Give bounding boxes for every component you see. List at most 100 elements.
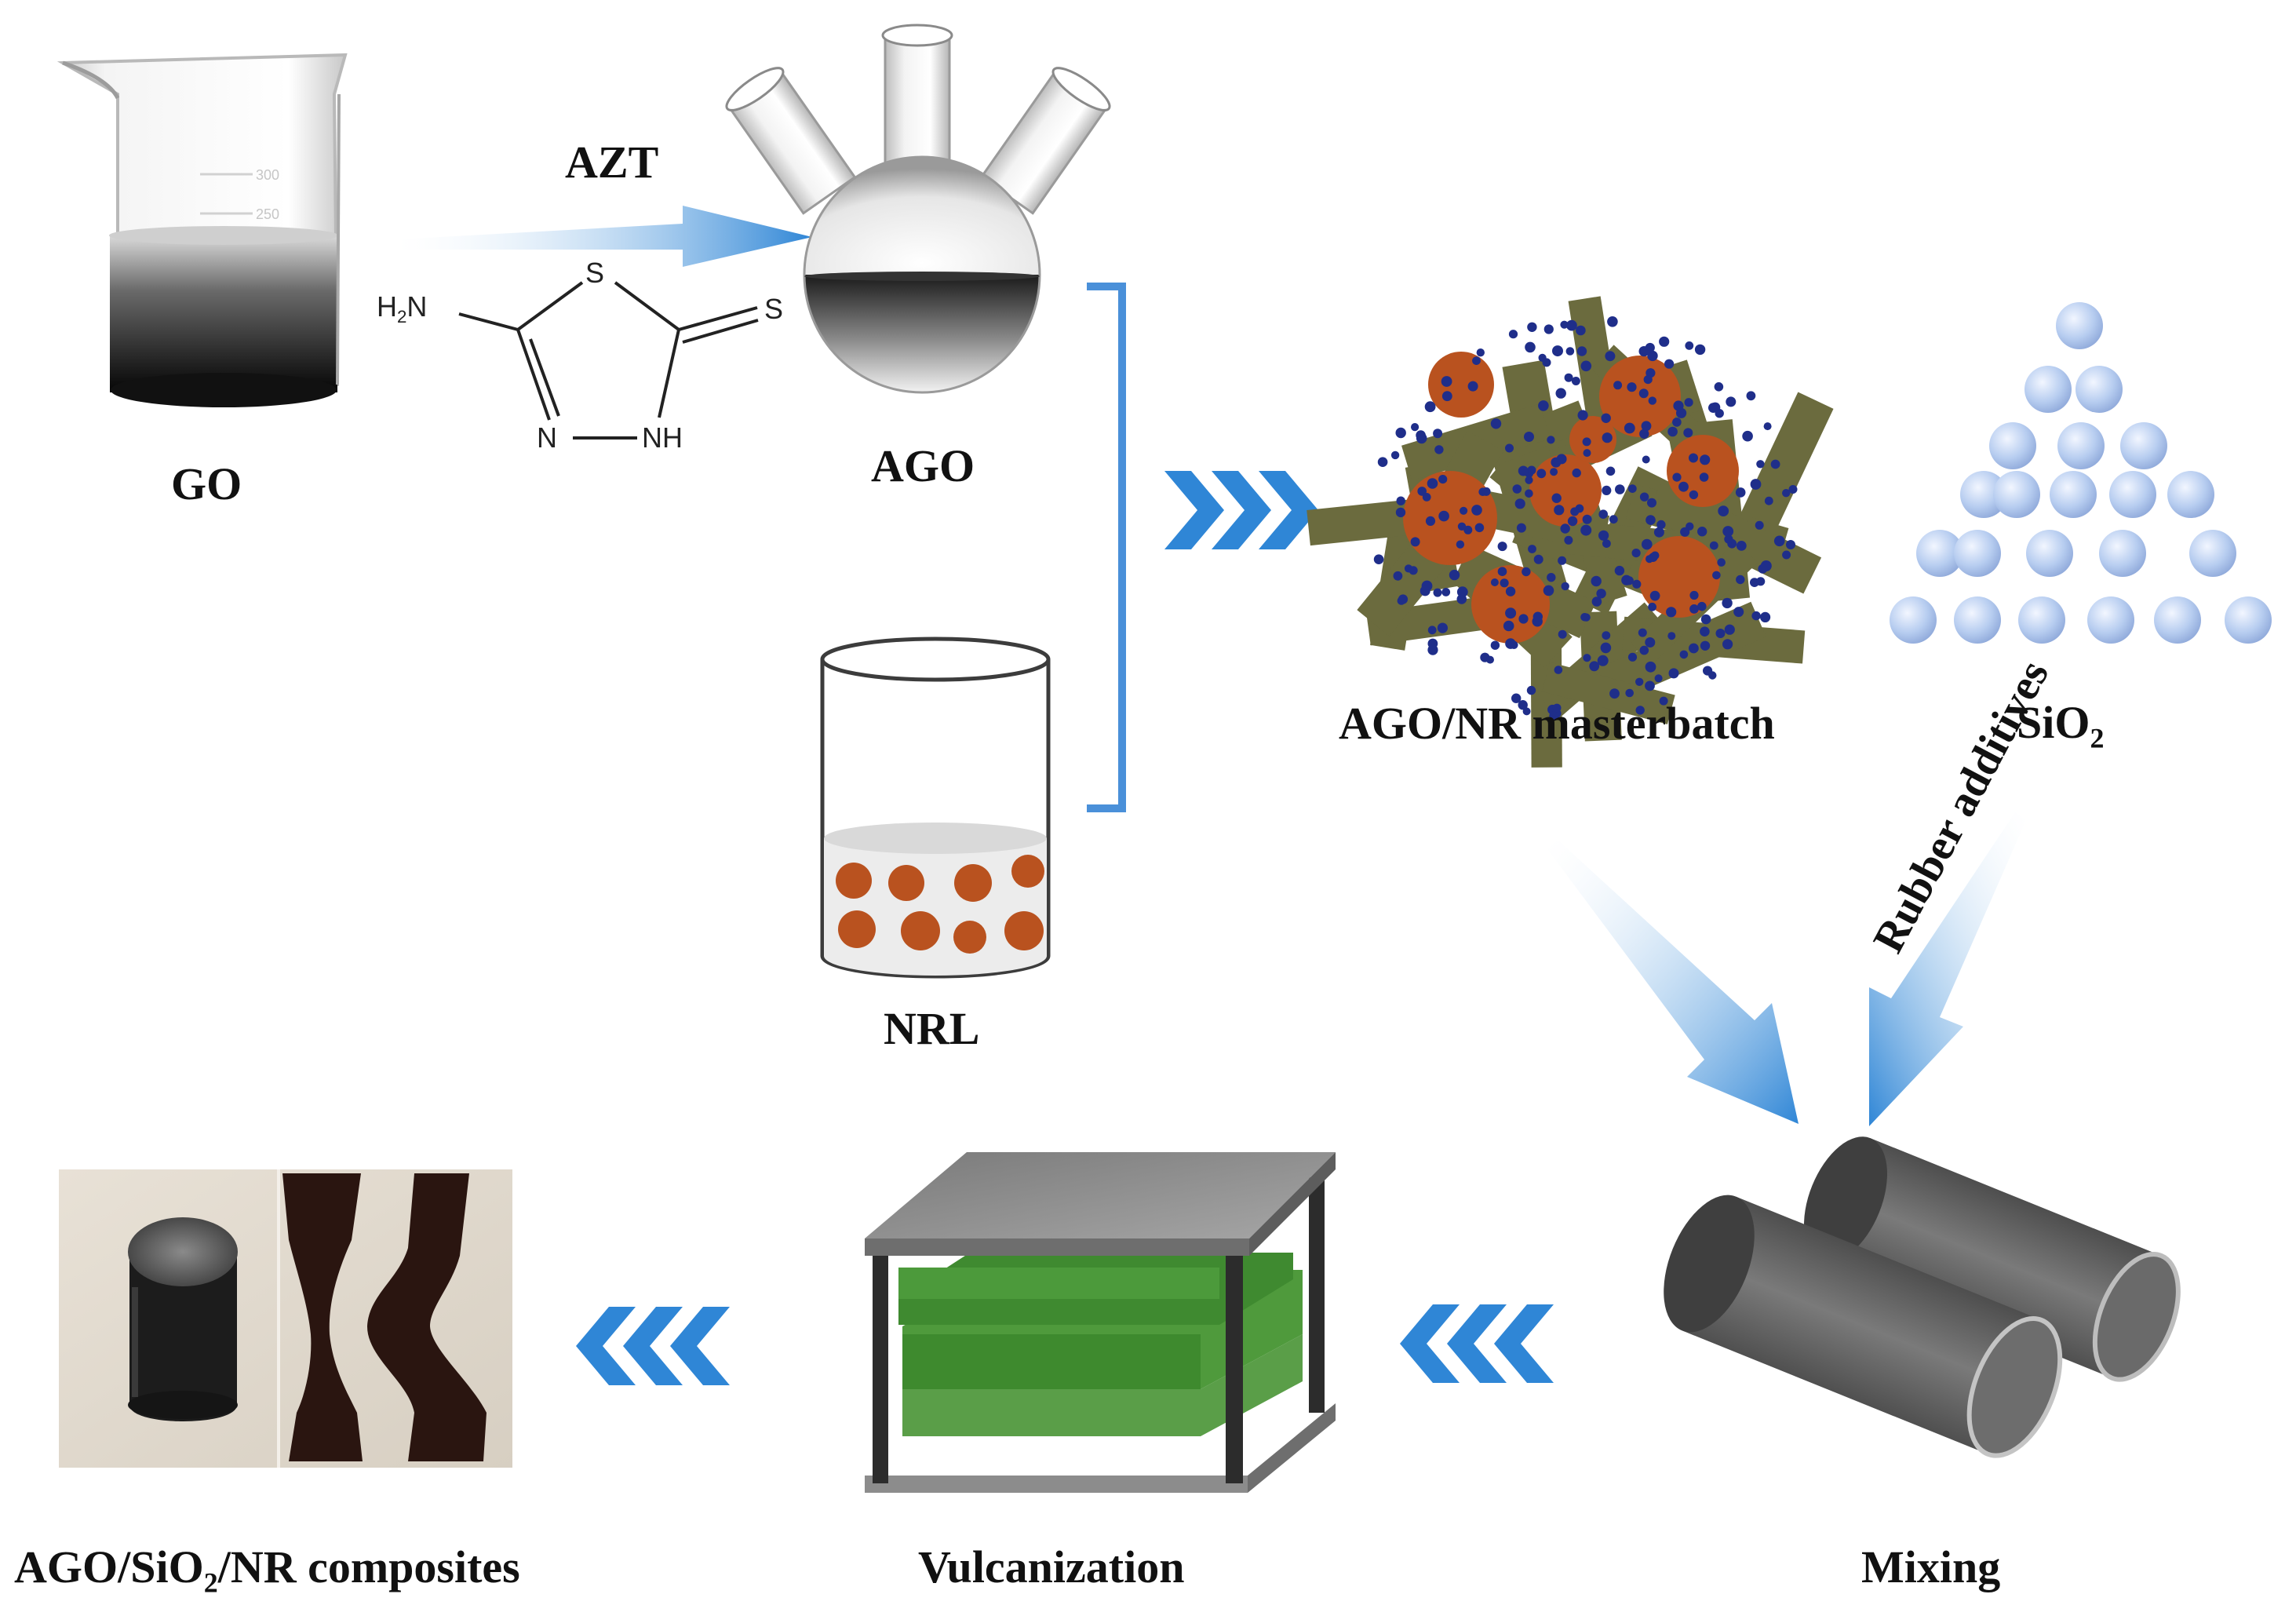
ago-dot <box>1722 639 1733 650</box>
beaker-mark-upper: 300 <box>256 167 279 183</box>
ago-dot <box>1427 638 1438 649</box>
ago-dot <box>1760 611 1771 623</box>
ago-dot <box>1659 336 1670 347</box>
ago-dot <box>1625 688 1634 698</box>
ago-dot <box>1525 476 1533 484</box>
silica-sphere <box>2154 596 2201 644</box>
ago-dot <box>1536 469 1547 479</box>
silica-sphere <box>2167 471 2214 518</box>
ago-dot <box>1471 505 1482 516</box>
silica-sphere <box>1890 596 1937 644</box>
azt-arrow <box>396 206 812 267</box>
ago-dot <box>1377 457 1388 467</box>
ago-dot <box>1500 578 1509 588</box>
ago-dot <box>1543 324 1554 334</box>
ago-dot <box>1751 611 1761 621</box>
ago-dot <box>1709 541 1718 550</box>
ago-dot <box>1614 565 1625 576</box>
label-composites-b: /NR composites <box>217 1541 520 1592</box>
ago-dot <box>1550 468 1558 476</box>
ago-dot <box>1666 607 1677 618</box>
silica-sphere <box>1993 471 2040 518</box>
masterbatch-cluster <box>1307 296 1834 768</box>
ago-dot <box>1678 481 1689 492</box>
label-go: GO <box>171 458 242 509</box>
ago-dot <box>1672 418 1682 427</box>
ago-dot <box>1505 607 1517 619</box>
ago-dot <box>1397 596 1406 605</box>
ago-dot <box>1572 468 1581 478</box>
ago-dot <box>1547 573 1556 582</box>
ago-dot <box>1672 472 1682 482</box>
ago-dot <box>1647 350 1658 362</box>
ago-dot <box>1396 496 1405 505</box>
ago-dot <box>1410 537 1420 547</box>
ago-dot <box>1390 451 1400 460</box>
ago-dot <box>1456 586 1468 598</box>
ago-dot <box>1518 465 1529 476</box>
ago-dot <box>1724 624 1735 635</box>
ago-dot <box>1648 396 1656 405</box>
ago-dot <box>1552 703 1562 713</box>
ago-dot <box>1438 510 1449 522</box>
azt-molecule <box>458 281 759 440</box>
ago-dot <box>1449 569 1460 581</box>
ago-flask <box>725 24 1111 394</box>
ago-dot <box>1591 575 1602 587</box>
rubber-particle <box>1471 565 1550 644</box>
ago-dot <box>1635 706 1645 715</box>
ago-dot <box>1474 523 1485 533</box>
rubber-particle <box>1667 435 1739 507</box>
ago-dot <box>1564 373 1573 382</box>
ago-dot <box>1708 671 1717 680</box>
dumbbell-sample <box>282 1173 363 1461</box>
ago-dot <box>1742 430 1753 442</box>
ago-dot <box>1602 432 1613 443</box>
ago-dot <box>1438 475 1448 484</box>
ago-dot <box>1613 381 1623 390</box>
ago-dot <box>1667 632 1676 640</box>
ago-dot <box>1689 590 1699 600</box>
ago-dot <box>1503 620 1514 632</box>
ago-dot <box>1755 520 1764 530</box>
label-masterbatch: AGO/NR masterbatch <box>1339 698 1775 749</box>
ago-dot <box>1490 578 1499 586</box>
atom-s-thione: S <box>764 293 784 325</box>
ago-dot <box>1647 498 1656 508</box>
ago-dot <box>1638 628 1647 637</box>
silica-sphere <box>2056 302 2103 349</box>
label-composites: AGO/SiO2/NR composites <box>14 1545 520 1598</box>
ago-dot <box>1664 359 1675 369</box>
ago-dot <box>1547 436 1555 444</box>
ago-dot <box>1463 525 1473 534</box>
ago-dot <box>1624 422 1635 434</box>
ago-dot <box>1558 629 1567 639</box>
ago-dot <box>1591 596 1602 607</box>
angle-sample <box>367 1173 487 1461</box>
ago-dot <box>1700 454 1711 465</box>
ago-dot <box>1420 585 1430 596</box>
ago-dot <box>1433 429 1443 439</box>
ago-dot <box>1552 345 1563 357</box>
ago-dot <box>1605 466 1616 476</box>
ago-dot <box>1746 391 1756 401</box>
ago-dot <box>1395 427 1406 439</box>
ago-dot <box>1782 550 1791 560</box>
ago-dot <box>1543 585 1554 596</box>
ago-dot <box>1649 590 1660 601</box>
atom-s-ring: S <box>585 257 605 289</box>
ago-dot <box>1684 398 1693 407</box>
ago-dot <box>1524 432 1534 442</box>
silica-sphere <box>2120 422 2167 469</box>
silica-sphere <box>1954 596 2001 644</box>
ago-dot <box>1538 400 1549 411</box>
ago-dot <box>1602 485 1612 496</box>
ago-dot <box>1645 637 1656 647</box>
ago-dot <box>1576 346 1587 356</box>
ago-dot <box>1722 597 1733 609</box>
ago-dot <box>1697 527 1707 537</box>
ago-dot <box>1645 680 1655 691</box>
ago-dot <box>1710 402 1721 413</box>
ago-dot <box>1668 668 1679 679</box>
